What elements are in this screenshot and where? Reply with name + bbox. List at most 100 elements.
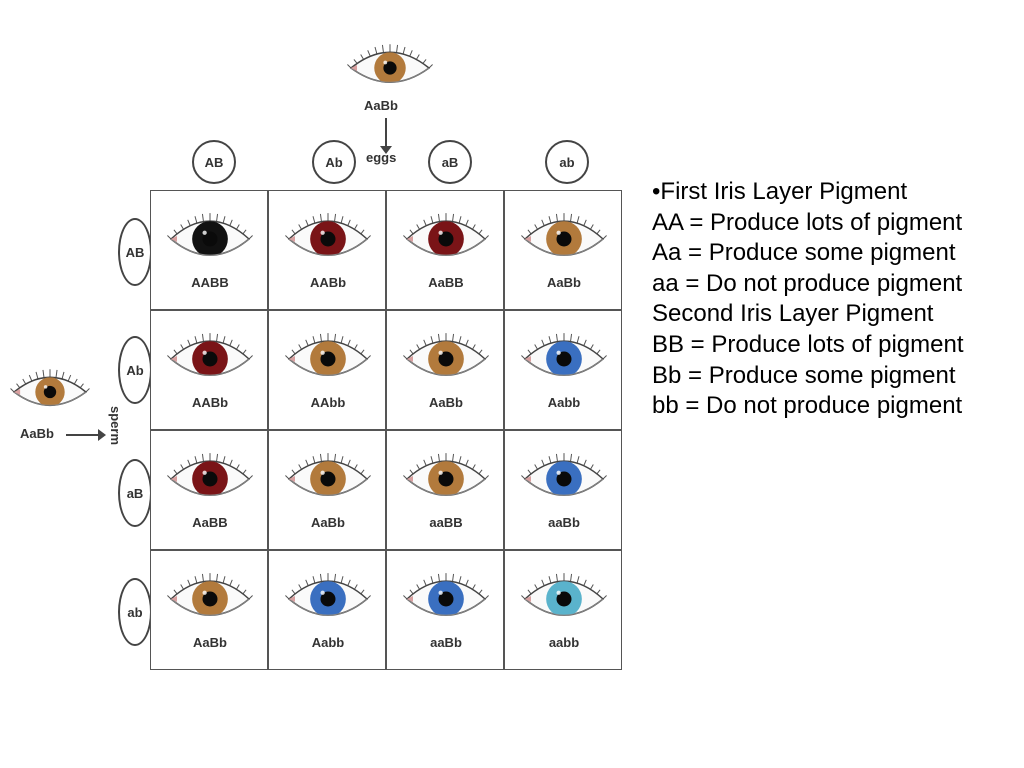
cell-genotype: AaBB	[192, 515, 227, 530]
column-gamete-2: aB	[428, 140, 472, 184]
sperm-label: sperm	[108, 405, 124, 446]
pigment-notes: •First Iris Layer Pigment AA = Produce l…	[652, 177, 1012, 422]
eye-icon	[403, 213, 489, 256]
eyelash-icon	[10, 369, 90, 393]
eye-icon	[521, 453, 607, 496]
punnett-cell: AaBB	[150, 430, 268, 550]
punnett-cell: AABB	[150, 190, 268, 310]
pupil-icon	[438, 231, 454, 247]
cell-genotype: AABb	[310, 275, 346, 290]
eye-icon	[403, 573, 489, 616]
cell-genotype: Aabb	[312, 635, 345, 650]
pupil-icon	[320, 471, 336, 487]
eye-icon	[285, 213, 371, 256]
cell-genotype: AaBb	[429, 395, 463, 410]
punnett-cell: aaBb	[386, 550, 504, 670]
pupil-icon	[202, 471, 218, 487]
column-gamete-1: Ab	[312, 140, 356, 184]
eggs-label: eggs	[366, 150, 397, 165]
note-line: AA = Produce lots of pigment	[652, 208, 963, 236]
eye-icon	[285, 453, 371, 496]
row-gamete-3: ab	[118, 578, 152, 646]
column-gamete-3: ab	[545, 140, 589, 184]
cell-genotype: AaBb	[311, 515, 345, 530]
eye-icon	[521, 213, 607, 256]
cell-genotype: aaBb	[548, 515, 580, 530]
eye-icon	[167, 333, 253, 376]
sperm-arrow	[66, 434, 100, 436]
cell-genotype: AaBB	[428, 275, 463, 290]
pupil-icon	[202, 231, 218, 247]
eggs-arrow-head-icon	[380, 146, 392, 154]
pupil-icon	[438, 471, 454, 487]
cell-genotype: AABB	[191, 275, 229, 290]
cell-genotype: aabb	[549, 635, 579, 650]
eye-icon	[347, 44, 433, 83]
pupil-icon	[320, 231, 336, 247]
row-gamete-2: aB	[118, 459, 152, 527]
eye-icon	[167, 453, 253, 496]
pupil-icon	[438, 351, 454, 367]
eye-icon	[521, 573, 607, 616]
pupil-icon	[320, 591, 336, 607]
note-line: aa = Do not produce pigment	[652, 269, 963, 297]
eye-icon	[285, 573, 371, 616]
pupil-icon	[556, 591, 572, 607]
cell-genotype: aaBb	[430, 635, 462, 650]
cell-genotype: aaBB	[429, 515, 462, 530]
eye-icon	[167, 573, 253, 616]
left-parent-genotype: AaBb	[20, 426, 54, 441]
note-line: Aa = Produce some pigment	[652, 239, 956, 267]
eyelash-icon	[167, 213, 253, 240]
top-parent-eye	[340, 32, 440, 92]
note-line: Bb = Produce some pigment	[652, 361, 956, 389]
pupil-icon	[320, 351, 336, 367]
column-gamete-0: AB	[192, 140, 236, 184]
eggs-arrow	[385, 118, 387, 148]
note-line: Second Iris Layer Pigment	[652, 300, 934, 328]
row-gamete-1: Ab	[118, 336, 152, 404]
eye-icon	[10, 369, 90, 407]
punnett-cell: AABb	[150, 310, 268, 430]
punnett-cell: AaBb	[268, 430, 386, 550]
pupil-icon	[556, 471, 572, 487]
sperm-arrow-head-icon	[98, 429, 106, 441]
pupil-icon	[556, 231, 572, 247]
note-line: •First Iris Layer Pigment	[652, 178, 908, 205]
cell-genotype: AaBb	[547, 275, 581, 290]
pupil-icon	[383, 61, 397, 75]
eye-icon	[521, 333, 607, 376]
eye-icon	[285, 333, 371, 376]
punnett-cell: AaBb	[150, 550, 268, 670]
punnett-cell: aabb	[504, 550, 622, 670]
pupil-icon	[202, 351, 218, 367]
eye-icon	[167, 213, 253, 256]
pupil-icon	[43, 385, 57, 399]
punnett-cell: aaBB	[386, 430, 504, 550]
punnett-cell: AaBb	[386, 310, 504, 430]
cell-genotype: AaBb	[193, 635, 227, 650]
cell-genotype: AABb	[192, 395, 228, 410]
note-line: bb = Do not produce pigment	[652, 392, 963, 420]
eyelash-icon	[285, 573, 371, 600]
row-gamete-0: AB	[118, 218, 152, 286]
eye-icon	[403, 453, 489, 496]
punnett-cell: AAbb	[268, 310, 386, 430]
cell-genotype: Aabb	[548, 395, 581, 410]
pupil-icon	[202, 591, 218, 607]
punnett-cell: AaBb	[504, 190, 622, 310]
eye-icon	[403, 333, 489, 376]
eyelash-icon	[521, 573, 607, 600]
left-parent-eye	[4, 358, 96, 414]
pupil-icon	[438, 591, 454, 607]
punnett-cell: Aabb	[504, 310, 622, 430]
cell-genotype: AAbb	[311, 395, 346, 410]
note-line: BB = Produce lots of pigment	[652, 330, 964, 358]
punnett-cell: aaBb	[504, 430, 622, 550]
pupil-icon	[556, 351, 572, 367]
punnett-cell: AABb	[268, 190, 386, 310]
punnett-cell: AaBB	[386, 190, 504, 310]
punnett-cell: Aabb	[268, 550, 386, 670]
top-parent-genotype: AaBb	[364, 98, 398, 113]
